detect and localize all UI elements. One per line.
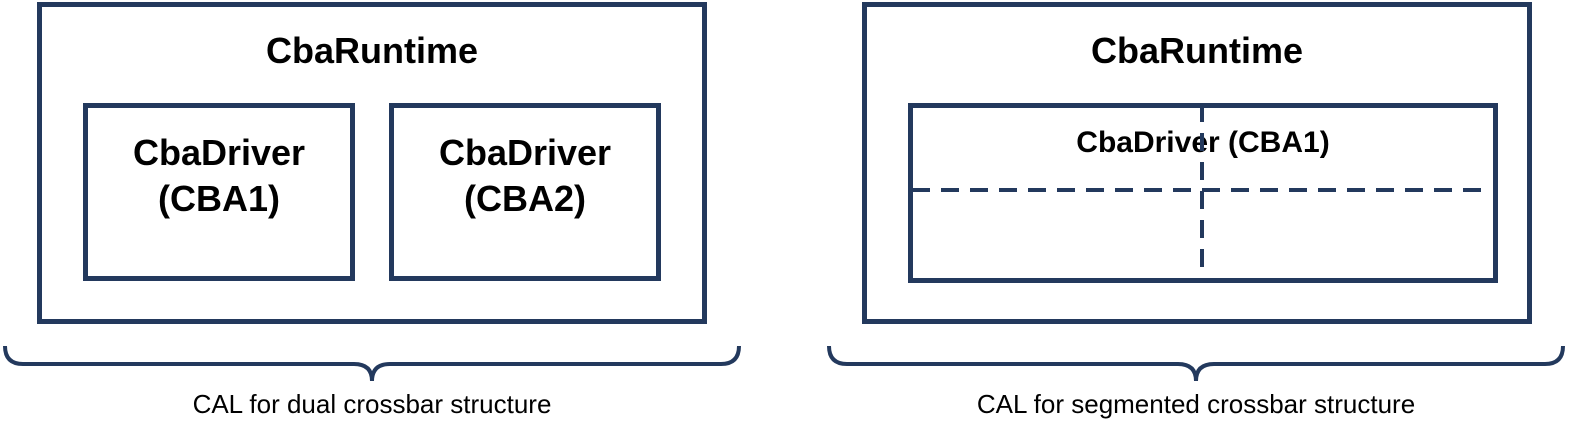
driver-cba2-name: CbaDriver [438, 132, 612, 173]
left-caption: CAL for dual crossbar structure [192, 389, 552, 419]
driver-cba1-id: (CBA1) [158, 178, 280, 219]
right-caption: CAL for segmented crossbar structure [976, 389, 1416, 419]
driver-cba2-id: (CBA2) [464, 178, 586, 219]
right-runtime-title: CbaRuntime [1090, 30, 1303, 71]
left-driver-cba2-label: CbaDriver (CBA2) [394, 130, 656, 222]
right-brace [827, 345, 1565, 382]
left-runtime-title: CbaRuntime [265, 30, 478, 71]
left-driver-cba1-box: CbaDriver (CBA1) [83, 103, 355, 281]
driver-cba1-name: CbaDriver [132, 132, 306, 173]
left-brace [3, 345, 741, 382]
left-driver-cba2-box: CbaDriver (CBA2) [389, 103, 661, 281]
left-driver-cba1-label: CbaDriver (CBA1) [88, 130, 350, 222]
left-runtime-frame: CbaRuntime CbaDriver (CBA1) CbaDriver (C… [37, 2, 707, 324]
